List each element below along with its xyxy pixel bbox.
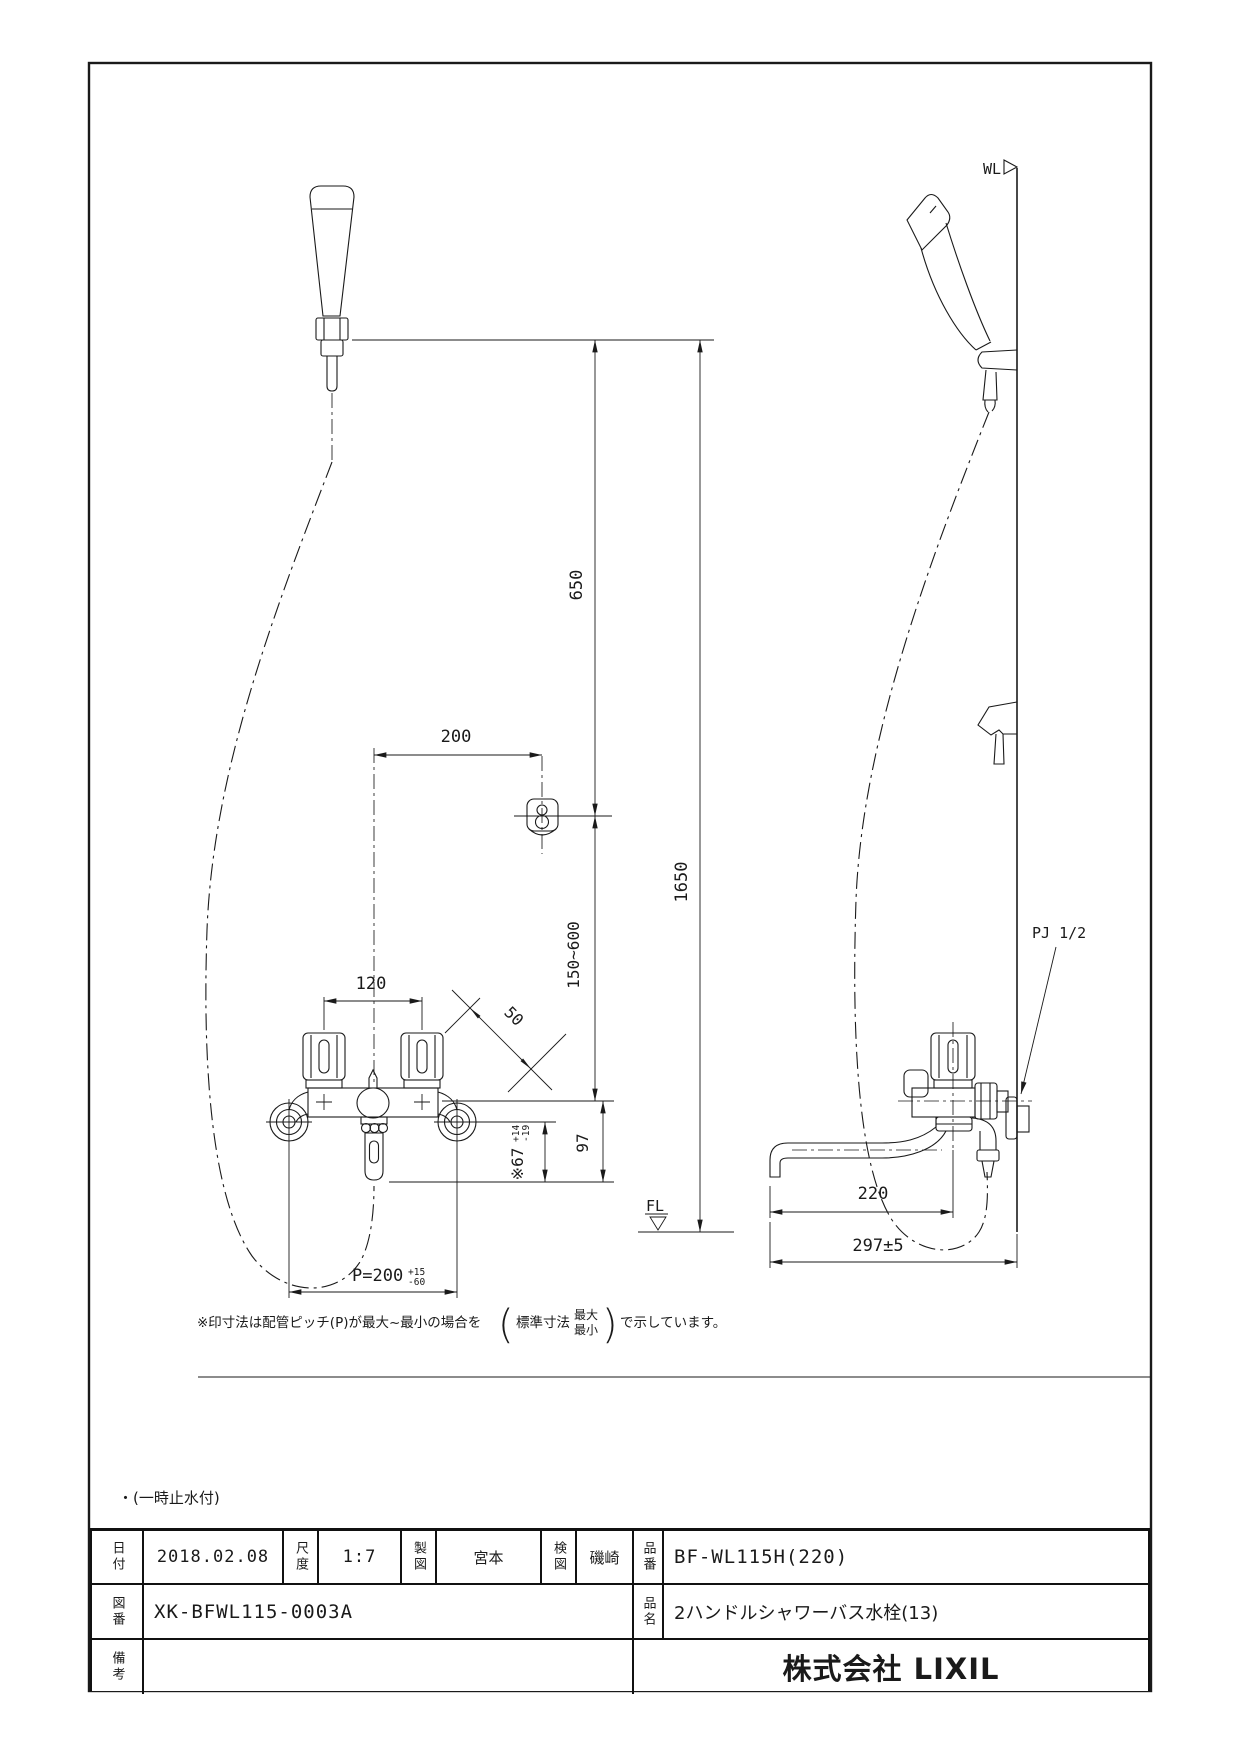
part-no-label-cell: 品番	[634, 1531, 664, 1585]
dwg-no-label-cell: 図番	[92, 1585, 144, 1640]
dim-pipe-pitch-tol-minus: -60	[408, 1277, 425, 1288]
dimension-note: ※印寸法は配管ピッチ(P)が最大~最小の場合を ( 標準寸法 最大 最小 ) で…	[197, 1302, 726, 1348]
name-label-cell: 品名	[634, 1585, 664, 1640]
side-dimensions: 220 297±5	[769, 1150, 1018, 1268]
faucet-front	[266, 748, 480, 1181]
dim-note-post: で示しています。	[620, 1315, 726, 1331]
dim-total-height: 1650	[672, 862, 692, 903]
scale-value: 1:7	[342, 1547, 377, 1567]
remarks-label-cell: 備考	[92, 1640, 144, 1694]
front-view: 120 200 650 150~600 1650	[205, 185, 714, 1298]
side-view: WL	[638, 159, 1086, 1268]
drafter-value: 宮本	[473, 1548, 504, 1567]
drafter-label: 製図	[411, 1541, 426, 1573]
title-block: 日付 2018.02.08 尺度 1:7 製図 宮本 検図 磯崎 品番 BF-W…	[90, 1528, 1150, 1694]
thread-leader-line	[1020, 946, 1057, 1095]
floor-line-label: FL	[646, 1197, 664, 1215]
part-no-label: 品番	[640, 1541, 656, 1573]
thread-label: PJ 1/2	[1032, 924, 1086, 942]
scale-cell: 1:7	[319, 1531, 402, 1585]
checker-label: 検図	[551, 1541, 566, 1573]
dwg-no-cell: XK-BFWL115-0003A	[144, 1585, 634, 1640]
remarks-label: 備考	[109, 1651, 125, 1683]
dim-pipe-pitch-tol-plus: +15	[408, 1267, 425, 1278]
dim-handle-pitch: 120	[356, 974, 387, 994]
dim-note-pre: ※印寸法は配管ピッチ(P)が最大~最小の場合を	[197, 1315, 481, 1331]
part-no-value: BF-WL115H(220)	[674, 1546, 849, 1568]
shower-head-front	[309, 185, 355, 392]
border-frame	[87, 61, 1153, 1693]
faucet-side	[769, 1022, 1032, 1178]
dim-note-max: 最大	[574, 1308, 598, 1322]
dwg-no-value: XK-BFWL115-0003A	[154, 1600, 354, 1623]
dim-spout-drop-tol-minus: -19	[521, 1125, 532, 1142]
name-value: 2ハンドルシャワーバス水栓(13)	[674, 1602, 939, 1624]
dim-spout-reach: 220	[858, 1184, 889, 1204]
shower-head-side	[906, 193, 1018, 413]
dim-note-close-paren: )	[602, 1302, 618, 1348]
checker-label-cell: 検図	[542, 1531, 577, 1585]
drafter-cell: 宮本	[437, 1531, 542, 1585]
dim-note-open-paren: (	[498, 1302, 514, 1348]
drafter-label-cell: 製図	[402, 1531, 437, 1585]
wall-line-label: WL	[983, 160, 1001, 178]
notes: ・(一時止水付) ※印寸法は配管ピッチ(P)が最大~最小の場合を ( 標準寸法 …	[118, 1302, 726, 1507]
checker-cell: 磯崎	[577, 1531, 634, 1585]
remarks-cell	[144, 1640, 634, 1694]
dim-note-min: 最小	[574, 1323, 598, 1337]
date-value: 2018.02.08	[156, 1547, 270, 1567]
scale-label-cell: 尺度	[284, 1531, 319, 1585]
date-cell: 2018.02.08	[144, 1531, 284, 1585]
date-label-cell: 日付	[92, 1531, 144, 1585]
floor-line-marker-icon	[649, 1216, 667, 1231]
temp-stop-note: ・(一時止水付)	[118, 1489, 220, 1507]
dwg-no-label: 図番	[109, 1595, 125, 1628]
dim-pipe-pitch: P=200	[352, 1266, 403, 1286]
shower-hose-side	[854, 411, 990, 1251]
checker-value: 磯崎	[589, 1548, 620, 1567]
wall-bracket-side	[977, 701, 1018, 765]
dim-spout-drop: ※67	[508, 1148, 527, 1181]
scale-label: 尺度	[293, 1541, 308, 1573]
wall-line-marker-icon	[1003, 159, 1019, 175]
company-cell: 株式会社 LIXIL	[634, 1640, 1148, 1694]
date-label: 日付	[109, 1541, 125, 1573]
dim-hose-height: 650	[567, 570, 587, 601]
dim-note-label: 標準寸法	[516, 1315, 570, 1331]
part-no-cell: BF-WL115H(220)	[664, 1531, 1148, 1585]
name-cell: 2ハンドルシャワーバス水栓(13)	[664, 1585, 1148, 1640]
name-label: 品名	[640, 1595, 656, 1628]
company-name: 株式会社 LIXIL	[782, 1652, 1000, 1686]
dim-hook-offset: 200	[441, 727, 472, 747]
dim-total-reach: 297±5	[852, 1236, 903, 1256]
dim-body-drop: 97	[573, 1133, 592, 1152]
dim-hook-range: 150~600	[564, 921, 583, 988]
front-dimensions: 120 200 650 150~600 1650	[288, 339, 714, 1298]
dim-spout-drop-tol-plus: +14	[511, 1125, 522, 1142]
shower-hose-front	[205, 461, 375, 1289]
shower-hook-front	[514, 756, 612, 854]
dim-handle-depth: 50	[500, 1003, 527, 1030]
